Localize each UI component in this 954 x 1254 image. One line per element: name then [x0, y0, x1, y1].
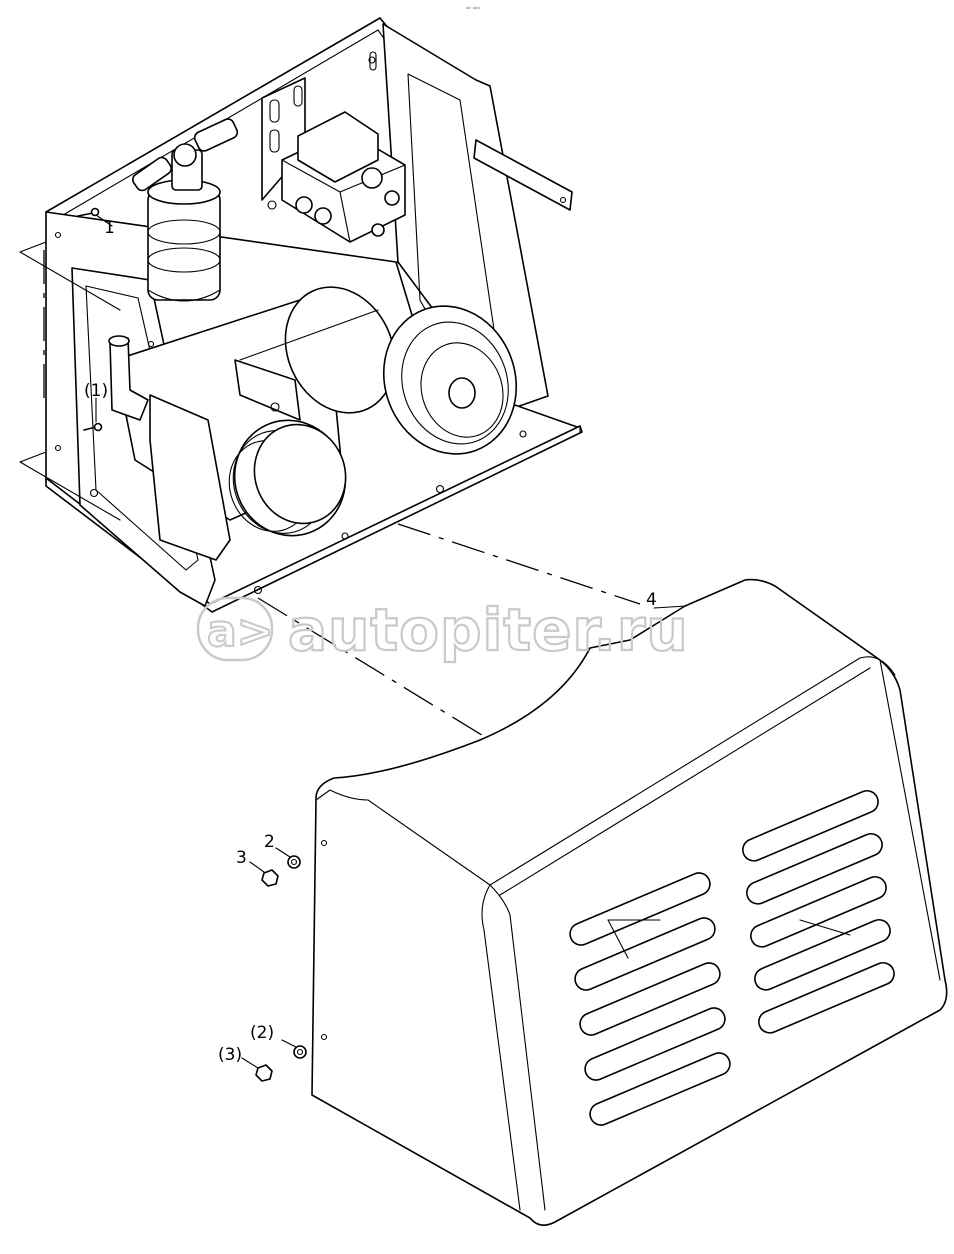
callout-4: 4 — [646, 590, 657, 610]
nut-item-3-upper — [249, 861, 279, 887]
washer-item-2-lower — [281, 1039, 307, 1059]
watermark-text: autopiter.ru — [288, 596, 689, 664]
callout-1: 1 — [104, 218, 115, 238]
callout-3-ref: (3) — [218, 1045, 242, 1065]
cover-right-louvres — [742, 789, 895, 1034]
washer-item-2-upper — [275, 847, 301, 869]
watermark: a> autopiter.ru — [196, 595, 689, 665]
nut-item-3-lower — [241, 1057, 273, 1082]
receiver-drier — [132, 118, 239, 302]
explode-reference-lines — [257, 425, 641, 741]
callout-1-ref: (1) — [84, 381, 108, 401]
cover-left-louvres — [569, 872, 731, 1126]
compressor-bracket — [149, 359, 301, 561]
callout-4-leader — [653, 605, 687, 609]
svg-text:a>: a> — [207, 606, 274, 657]
header-mark: ᵃᵇ ᵃᵃᵃ — [466, 6, 480, 13]
cover-item-4 — [311, 578, 948, 1226]
callout-3: 3 — [236, 848, 247, 868]
bolt-item-1-ref — [83, 397, 103, 432]
bolt-item-1 — [77, 207, 113, 227]
callout-2: 2 — [264, 832, 275, 852]
callout-2-ref: (2) — [250, 1023, 274, 1043]
mounting-arm — [473, 139, 573, 211]
expansion-valve-block — [261, 77, 406, 243]
watermark-logo-icon — [196, 596, 274, 662]
